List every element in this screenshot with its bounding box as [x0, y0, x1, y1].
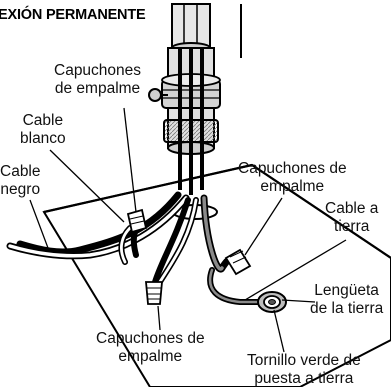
label-lengueta: Lengüeta de la tierra — [310, 282, 384, 317]
label-cable-negro: Cable negro — [0, 163, 41, 198]
wire-nut-bottom — [145, 281, 163, 305]
label-tornillo: Tornillo verde de puesta a tierra — [247, 352, 361, 387]
label-cable-tierra: Cable a tierra — [325, 200, 379, 235]
label-capuchones-top: Capuchones de empalme — [54, 62, 142, 97]
ground-lug — [257, 291, 287, 313]
diagram-title: EXIÓN PERMANENTE — [0, 7, 146, 23]
conduit-pipe — [148, 3, 221, 195]
label-capuchones-bottom: Capuchones de empalme — [96, 330, 205, 365]
label-cable-blanco: Cable blanco — [20, 112, 66, 147]
leader-lines — [29, 107, 347, 353]
wire-nut-right — [224, 248, 252, 276]
label-capuchones-right: Capuchones de empalme — [238, 160, 347, 195]
wire-nut-top-left — [126, 208, 148, 234]
